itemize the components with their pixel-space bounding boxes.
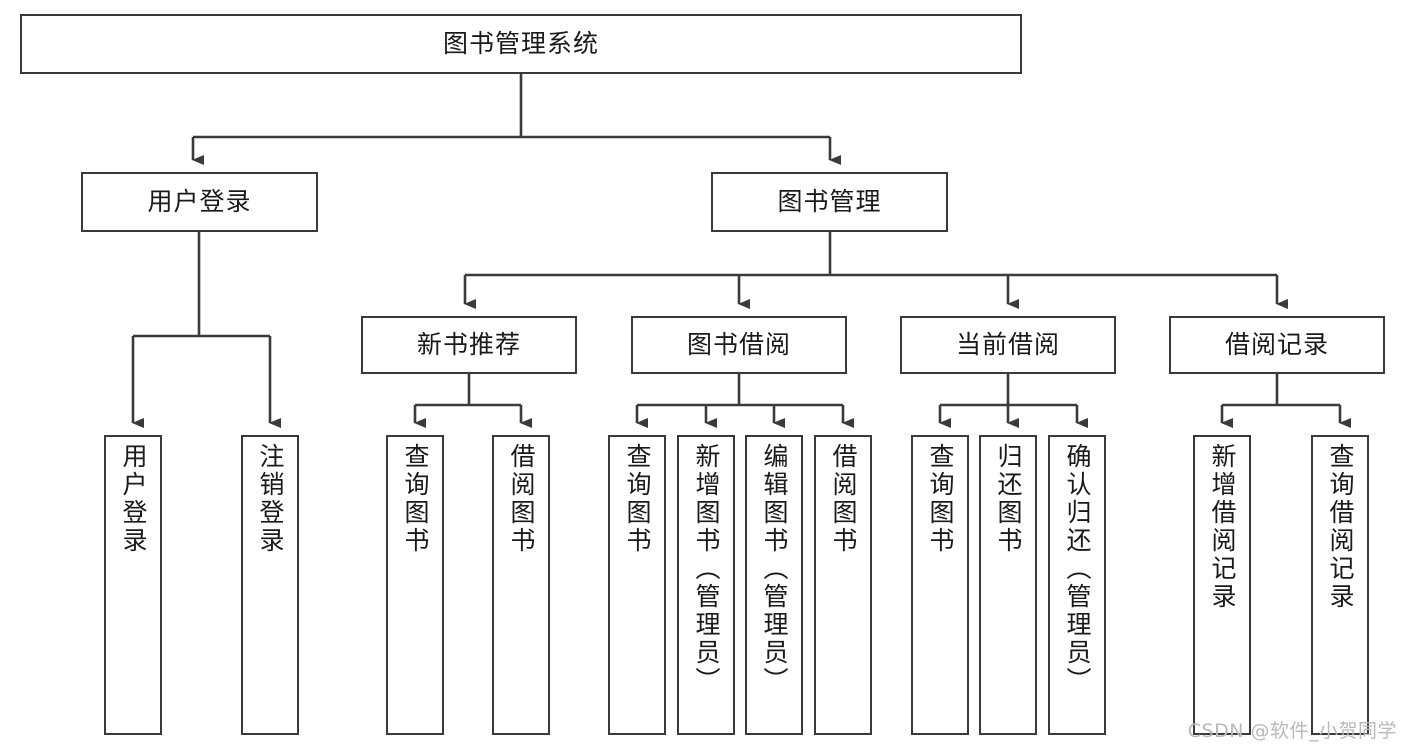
- leaf-user-login[interactable]: 用户登录: [104, 435, 162, 735]
- node-label: 查询图书: [401, 443, 430, 555]
- leaf-query-book-current[interactable]: 查询图书: [911, 435, 969, 735]
- node-borrowing-records[interactable]: 借阅记录: [1169, 316, 1385, 374]
- node-label: 借阅图书: [829, 443, 858, 555]
- node-book-management[interactable]: 图书管理: [711, 172, 948, 232]
- leaf-query-book-recommendation[interactable]: 查询图书: [386, 435, 444, 735]
- node-label: 图书管理: [777, 187, 882, 216]
- node-label: 新增借阅记录: [1208, 443, 1237, 611]
- node-label: 注销登录: [256, 443, 285, 555]
- leaf-return-book[interactable]: 归还图书: [979, 435, 1037, 735]
- node-label: 借阅图书: [507, 443, 536, 555]
- leaf-borrow-book-recommendation[interactable]: 借阅图书: [492, 435, 550, 735]
- node-label: 图书管理系统: [442, 29, 599, 58]
- node-label: 图书借阅: [686, 330, 791, 359]
- node-label: 用户登录: [147, 187, 252, 216]
- leaf-edit-book-admin[interactable]: 编辑图书（管理员）: [745, 435, 803, 735]
- node-book-borrowing[interactable]: 图书借阅: [631, 316, 847, 374]
- node-label: 新书推荐: [416, 330, 521, 359]
- node-label: 归还图书: [994, 443, 1023, 555]
- node-label: 编辑图书（管理员）: [760, 443, 789, 695]
- leaf-borrow-book-borrowing[interactable]: 借阅图书: [814, 435, 872, 735]
- node-current-borrowing[interactable]: 当前借阅: [900, 316, 1116, 374]
- node-label: 当前借阅: [955, 330, 1060, 359]
- leaf-query-borrowing-record[interactable]: 查询借阅记录: [1311, 435, 1369, 735]
- node-user-login[interactable]: 用户登录: [81, 172, 318, 232]
- node-label: 查询借阅记录: [1326, 443, 1355, 611]
- node-label: 查询图书: [926, 443, 955, 555]
- node-new-book-recommendation[interactable]: 新书推荐: [361, 316, 577, 374]
- watermark: CSDN @软件_小贺同学: [1187, 720, 1397, 742]
- node-root-book-management-system[interactable]: 图书管理系统: [20, 14, 1022, 74]
- leaf-query-book-borrowing[interactable]: 查询图书: [608, 435, 666, 735]
- leaf-logout[interactable]: 注销登录: [241, 435, 299, 735]
- leaf-add-borrowing-record[interactable]: 新增借阅记录: [1193, 435, 1251, 735]
- leaf-add-book-admin[interactable]: 新增图书（管理员）: [677, 435, 735, 735]
- node-label: 新增图书（管理员）: [692, 443, 721, 695]
- node-label: 用户登录: [119, 443, 148, 555]
- node-label: 查询图书: [623, 443, 652, 555]
- node-label: 确认归还（管理员）: [1063, 443, 1092, 695]
- leaf-confirm-return-admin[interactable]: 确认归还（管理员）: [1048, 435, 1106, 735]
- node-label: 借阅记录: [1224, 330, 1329, 359]
